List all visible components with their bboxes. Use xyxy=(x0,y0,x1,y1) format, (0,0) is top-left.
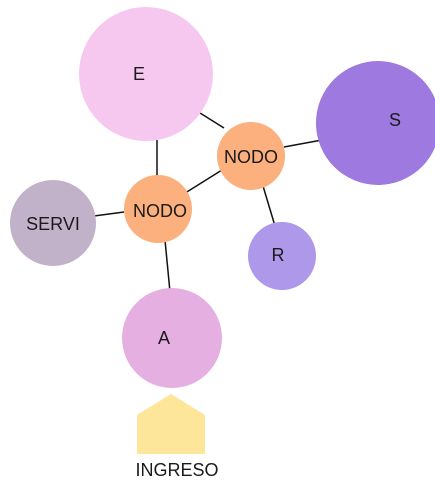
node-nodo-mid: NODO xyxy=(124,175,192,243)
node-a-circle xyxy=(122,288,222,388)
entry-label: INGRESO xyxy=(135,460,218,480)
edge-node-top-node-mid xyxy=(181,169,223,196)
node-e-circle xyxy=(79,7,213,141)
node-servi-label: SERVI xyxy=(26,214,80,234)
entry-pentagon-shape xyxy=(137,394,205,454)
node-a: A xyxy=(122,288,222,388)
node-nodo-mid-circle xyxy=(124,175,192,243)
node-s: S xyxy=(316,61,435,185)
node-nodo-top-label: NODO xyxy=(224,147,278,167)
node-e-label: E xyxy=(133,64,145,84)
edge-node-top-r xyxy=(262,185,276,227)
node-nodo-mid-label: NODO xyxy=(133,201,187,221)
node-s-label: S xyxy=(389,110,401,130)
node-servi: SERVI xyxy=(10,180,96,266)
connectors xyxy=(93,107,323,293)
node-a-label: A xyxy=(158,328,170,348)
node-r: R xyxy=(248,222,316,290)
entry-point: INGRESO xyxy=(135,394,219,480)
node-servi-circle xyxy=(10,180,96,266)
node-nodo-top: NODO xyxy=(217,122,285,190)
node-nodo-top-circle xyxy=(217,122,285,190)
edge-servi-node-mid xyxy=(93,211,125,217)
edge-node-mid-a xyxy=(164,239,171,293)
node-r-label: R xyxy=(272,245,285,265)
node-r-circle xyxy=(248,222,316,290)
node-s-circle xyxy=(316,61,435,185)
node-e: E xyxy=(79,7,213,141)
edge-node-top-s xyxy=(283,139,323,148)
